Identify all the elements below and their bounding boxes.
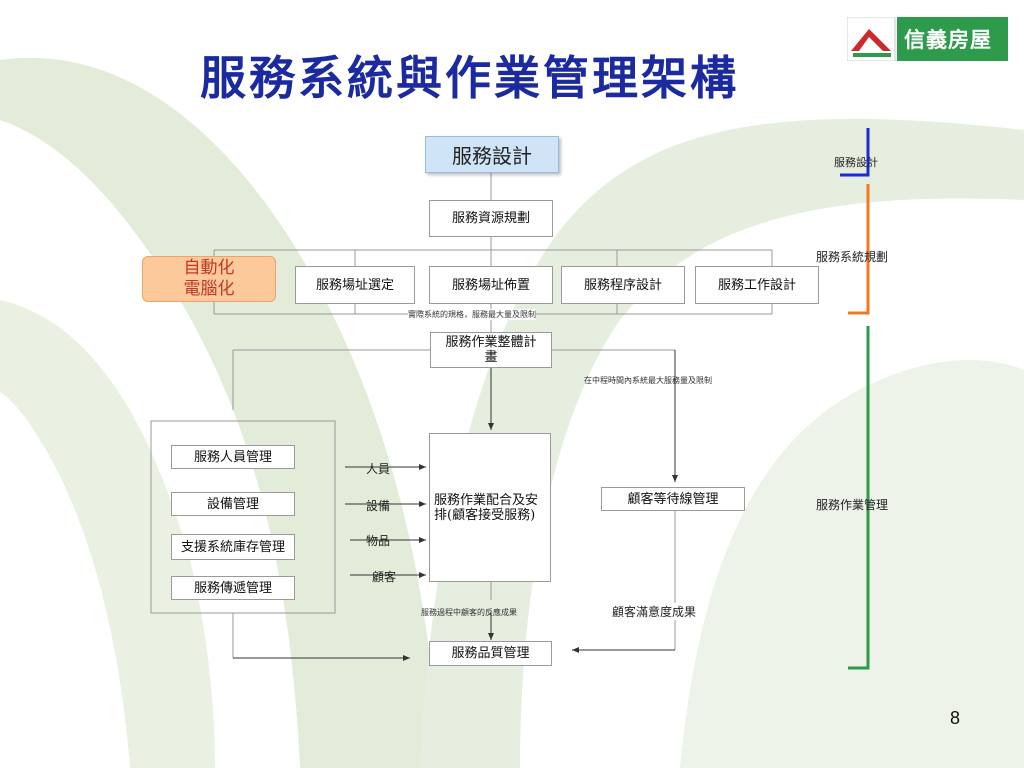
personnel-mgmt-box: 服務人員管理 bbox=[171, 445, 295, 469]
phase-brackets bbox=[840, 128, 870, 670]
arrow-label-equipment: 設備 bbox=[366, 499, 391, 513]
satisfaction-annotation: 顧客滿意度成果 bbox=[612, 603, 697, 620]
site-selection-box: 服務場址選定 bbox=[295, 266, 415, 304]
equipment-mgmt-box: 設備管理 bbox=[171, 492, 295, 516]
queue-mgmt-box: 顧客等待線管理 bbox=[601, 487, 745, 511]
page-title: 服務系統與作業管理架構 bbox=[200, 51, 739, 105]
phase-label-design: 服務設計 bbox=[834, 156, 878, 169]
delivery-mgmt-box: 服務傳遞管理 bbox=[171, 576, 295, 600]
work-design-box: 服務工作設計 bbox=[695, 266, 819, 304]
process-design-box: 服務程序設計 bbox=[561, 266, 685, 304]
time-limit-annotation: 在中程時間內系統最大服務量及限制 bbox=[584, 376, 712, 385]
phase-label-operations: 服務作業管理 bbox=[816, 498, 889, 512]
overall-plan-box: 服務作業整體計畫 bbox=[430, 332, 552, 368]
coordination-box: 服務作業配合及安排(顧客接受服務) bbox=[429, 433, 551, 582]
capacity-annotation: 實際系統的規格，服務最大量及限制 bbox=[408, 309, 536, 320]
sinyi-logo bbox=[847, 17, 1008, 61]
customer-response-annotation: 服務過程中顧客的反應成果 bbox=[421, 608, 517, 617]
logo-text: 信義房屋 bbox=[904, 28, 992, 52]
site-layout-box: 服務場址佈置 bbox=[429, 266, 553, 304]
automation-line1: 自動化 bbox=[183, 258, 235, 278]
automation-badge: 自動化 電腦化 bbox=[142, 256, 276, 302]
phase-label-planning: 服務系統規劃 bbox=[816, 250, 889, 264]
support-inventory-box: 支援系統庫存管理 bbox=[171, 534, 295, 560]
quality-mgmt-box: 服務品質管理 bbox=[429, 641, 552, 666]
automation-line2: 電腦化 bbox=[183, 279, 235, 299]
page-number: 8 bbox=[950, 708, 961, 728]
arrow-label-customer: 顧客 bbox=[372, 570, 397, 584]
resource-planning-box: 服務資源規劃 bbox=[429, 200, 553, 237]
arrow-label-personnel: 人員 bbox=[366, 462, 391, 476]
service-design-box: 服務設計 bbox=[425, 136, 559, 173]
arrow-label-goods: 物品 bbox=[366, 534, 391, 548]
